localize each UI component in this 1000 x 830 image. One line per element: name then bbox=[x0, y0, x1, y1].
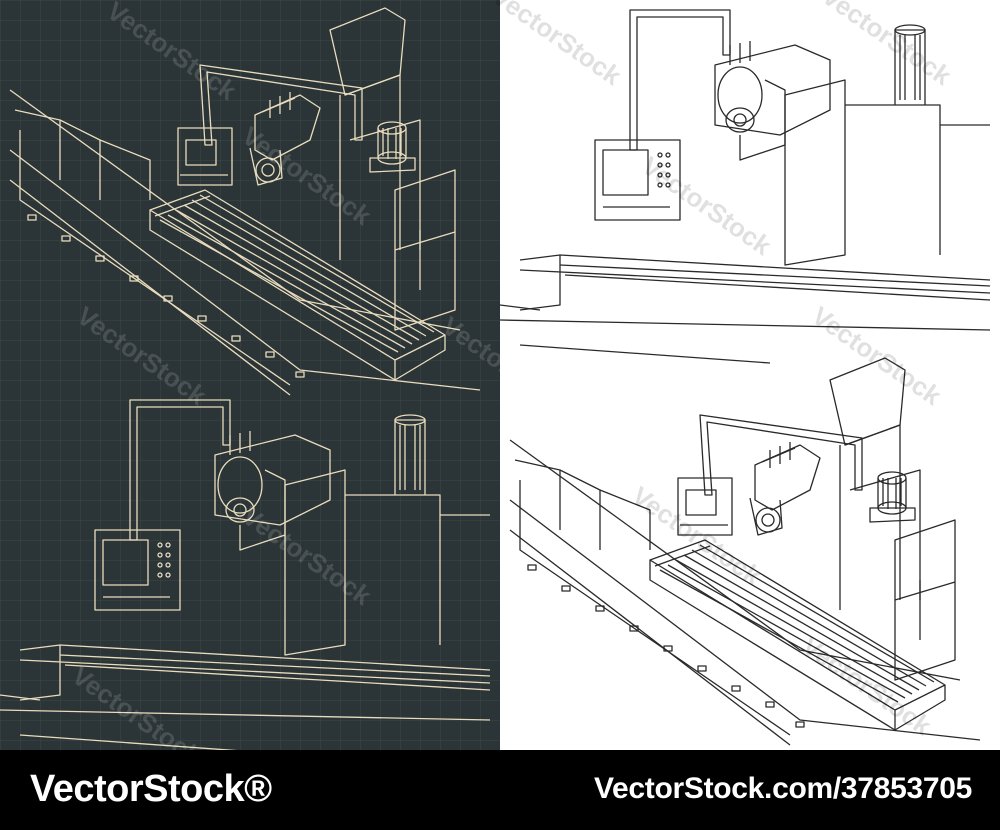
white-panel-background bbox=[500, 0, 1000, 750]
footer-bar: VectorStock® VectorStock.com/37853705 bbox=[0, 750, 1000, 830]
footer-brand-logo: VectorStock® bbox=[30, 768, 272, 810]
milling-machine-drawings: VectorStock VectorStock VectorStock Vect… bbox=[0, 0, 1000, 750]
footer-image-id: VectorStock.com/37853705 bbox=[593, 772, 972, 805]
blueprint-grid bbox=[0, 0, 500, 750]
